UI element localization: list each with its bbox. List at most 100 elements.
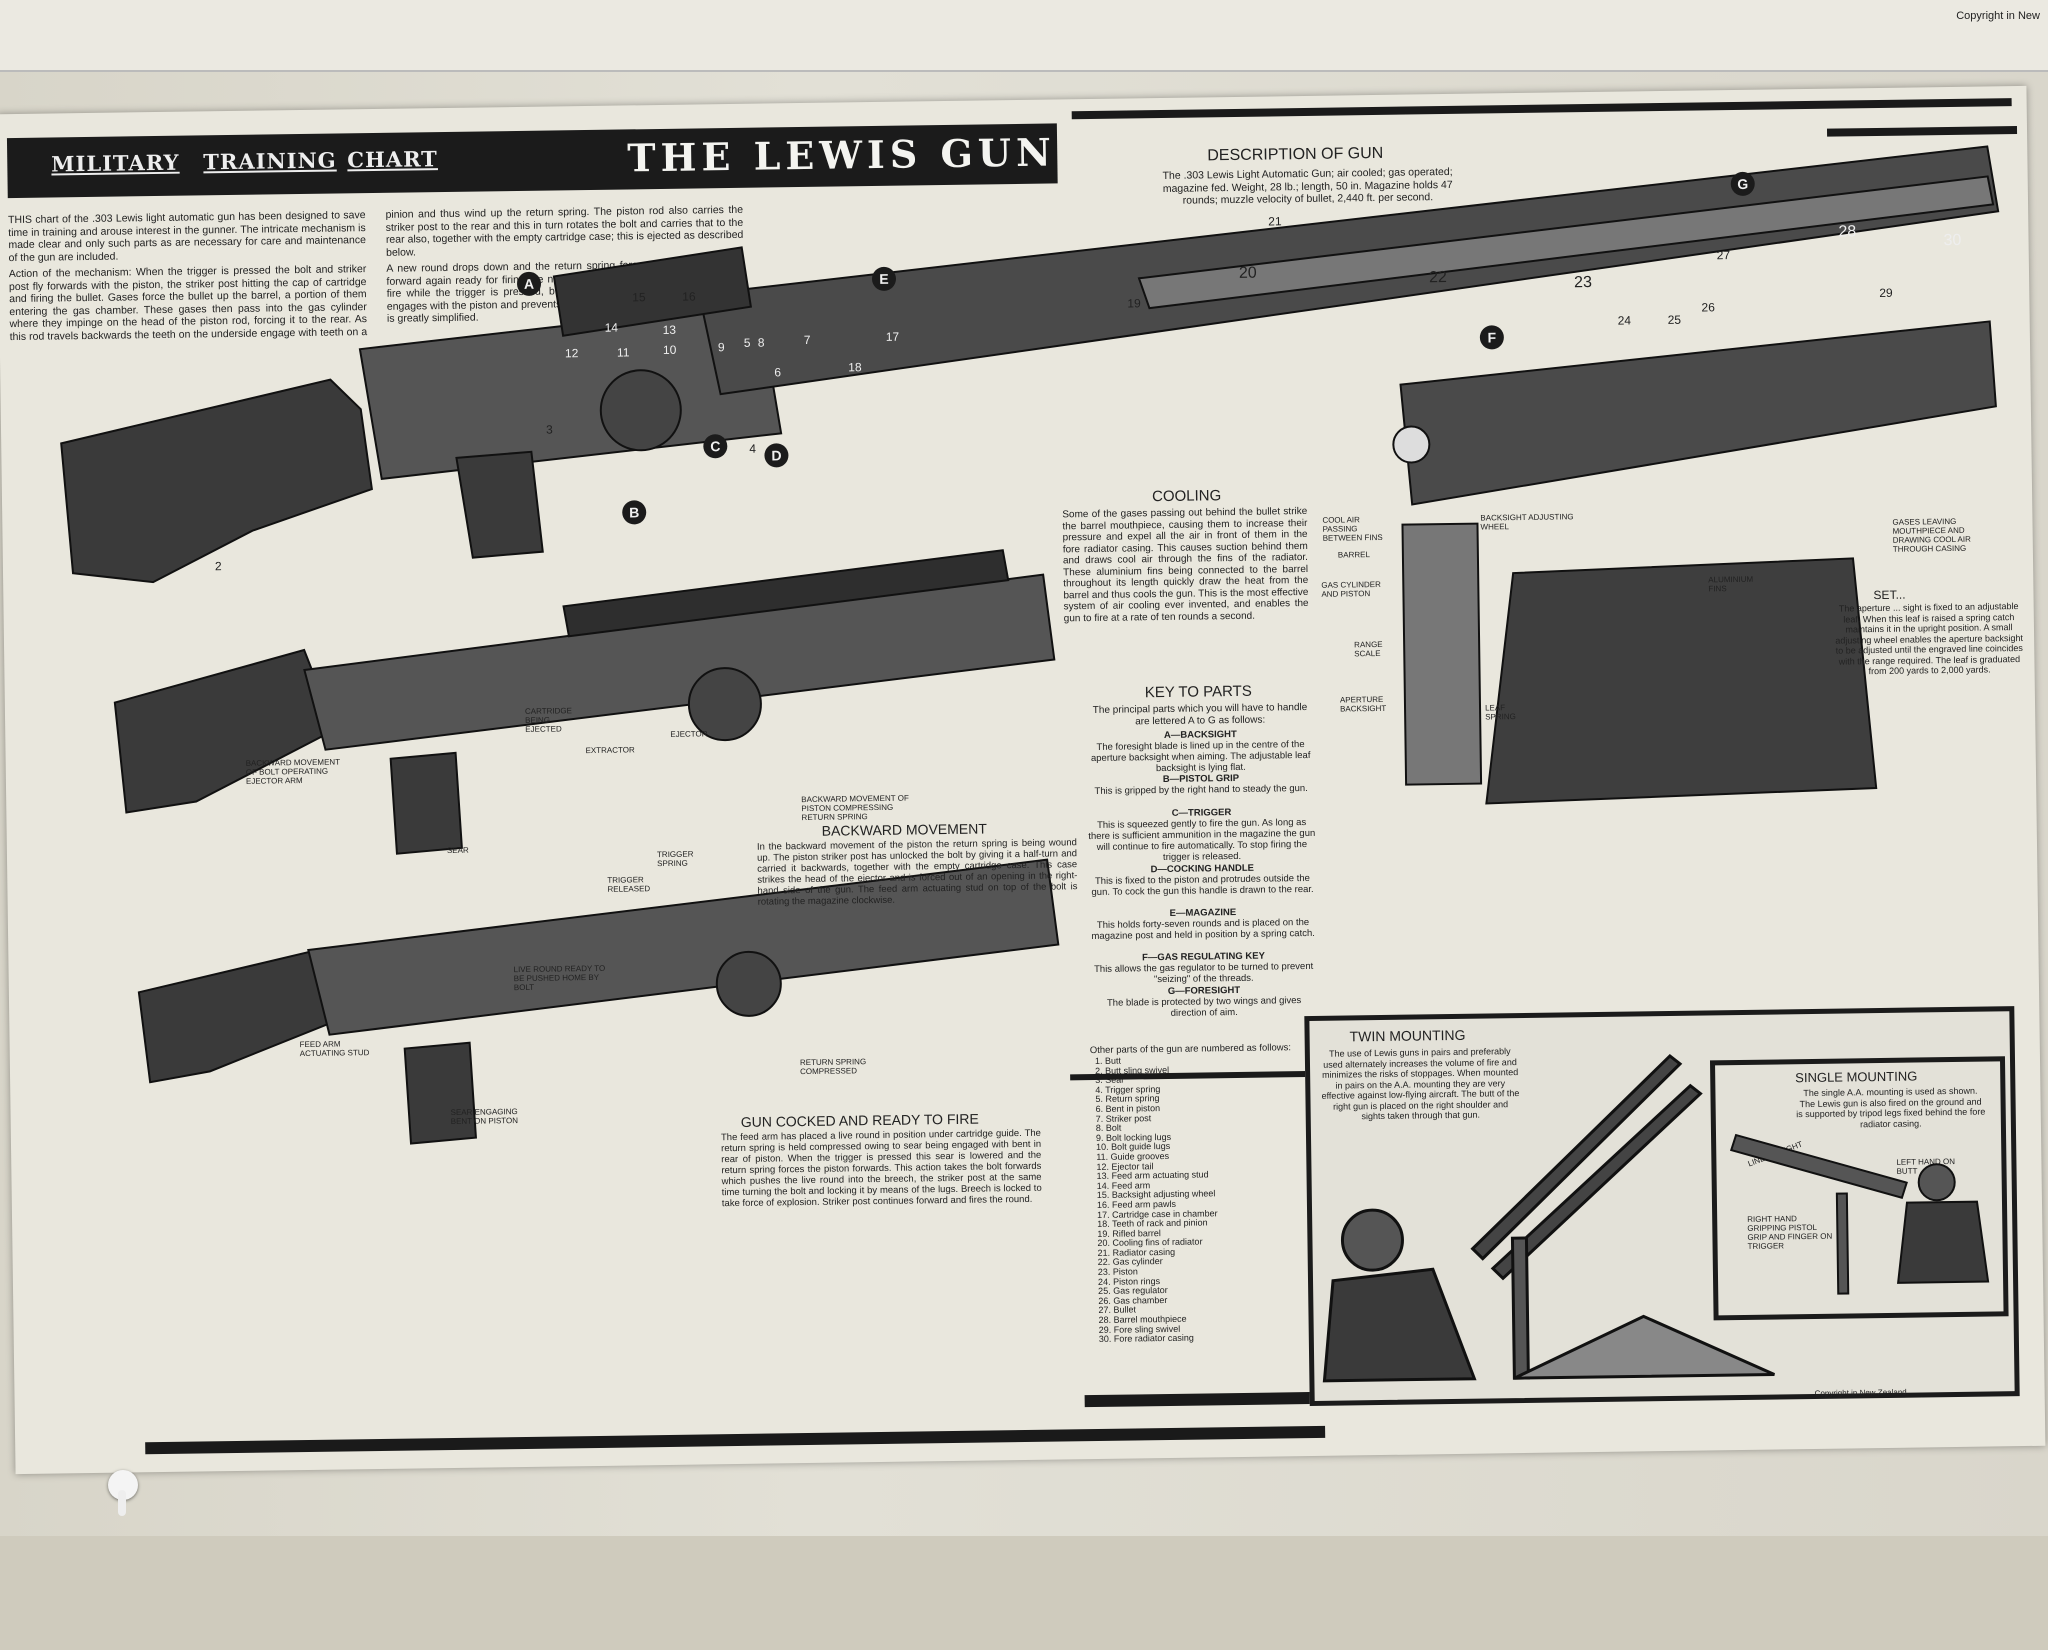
main-pistol-grip xyxy=(455,450,544,559)
cocked-pinion xyxy=(715,950,782,1017)
label-30: 30 xyxy=(1943,231,1962,250)
key-intro: The principal parts which you will have … xyxy=(1092,701,1308,727)
label-25: 25 xyxy=(1667,312,1682,327)
cocked-butt xyxy=(137,948,341,1084)
label-bolt-backward: BACKWARD MOVEMENT OF BOLT OPERATING EJEC… xyxy=(245,757,340,786)
key-item-text: This allows the gas regulator to be turn… xyxy=(1093,960,1314,986)
main-butt xyxy=(60,378,373,584)
label-3: 3 xyxy=(545,422,553,437)
label-ejector: EJECTOR xyxy=(670,729,708,739)
single-mounting-drawing xyxy=(1729,1133,1990,1295)
label-27: 27 xyxy=(1716,248,1731,263)
label-10: 10 xyxy=(662,342,677,357)
key-item-text: This is squeezed gently to fire the gun.… xyxy=(1088,817,1316,864)
label-21: 21 xyxy=(1268,214,1282,229)
sight-magazine-post xyxy=(1485,557,1878,805)
single-mounting-panel: SINGLE MOUNTING The single A.A. mounting… xyxy=(1709,1056,2009,1321)
cooling-heading: COOLING xyxy=(1151,487,1222,506)
copyright-bottom: Copyright in New Zealand. xyxy=(1814,1387,1909,1398)
single-post xyxy=(1835,1192,1850,1295)
label-24: 24 xyxy=(1617,313,1632,328)
twin-gun xyxy=(1322,1053,1775,1383)
label-2: 2 xyxy=(214,559,222,574)
top-poster-edge: Copyright in New xyxy=(0,0,2048,72)
label-8: 8 xyxy=(757,335,765,350)
backward-grip xyxy=(389,751,463,855)
label-4: 4 xyxy=(749,441,757,456)
label-extractor: EXTRACTOR xyxy=(585,745,635,756)
cocked-grip xyxy=(403,1041,478,1145)
key-item-text: This holds forty-seven rounds and is pla… xyxy=(1091,916,1315,943)
twin-mounting-drawing xyxy=(1322,1053,1775,1383)
main-gun xyxy=(60,145,2000,584)
label-cool-air: COOL AIR PASSING BETWEEN FINS xyxy=(1322,515,1383,543)
gunner-body xyxy=(1322,1267,1477,1383)
label-7: 7 xyxy=(803,332,811,347)
label-29: 29 xyxy=(1879,285,1893,300)
gunner-head xyxy=(1340,1208,1404,1272)
copyright-top: Copyright in New xyxy=(1956,10,2040,22)
hut-roof xyxy=(1513,1314,1775,1380)
label-feed-arm-stud: FEED ARM ACTUATING STUD xyxy=(299,1039,370,1059)
key-item-text: The foresight blade is lined up in the c… xyxy=(1090,739,1311,775)
label-aperture-backsight: APERTURE BACKSIGHT xyxy=(1339,694,1387,714)
cooling-radiator xyxy=(1399,320,1997,506)
label-piston-backward: BACKWARD MOVEMENT OF PISTON COMPRESSING … xyxy=(801,793,909,823)
label-11: 11 xyxy=(616,345,630,360)
twin-barrel-upper xyxy=(1470,1053,1683,1261)
backward-text: In the backward movement of the piston t… xyxy=(756,837,1078,908)
single-gun xyxy=(1729,1133,1908,1199)
label-16: 16 xyxy=(682,289,696,304)
sight-leaf xyxy=(1401,522,1483,786)
cooling-illustration xyxy=(1392,320,1997,506)
main-pinion xyxy=(599,369,682,452)
backward-pinion xyxy=(687,667,762,742)
label-14: 14 xyxy=(604,320,619,335)
cocked-text: The feed arm has placed a live round in … xyxy=(720,1127,1042,1210)
label-backsight-wheel: BACKSIGHT ADJUSTING WHEEL xyxy=(1480,512,1574,532)
label-gases-leaving: GASES LEAVING MOUTHPIECE AND DRAWING COO… xyxy=(1892,516,1971,554)
parts-list-item: 30. Fore radiator casing xyxy=(1098,1332,1194,1345)
sight-text: The aperture ... sight is fixed to an ad… xyxy=(1835,601,2023,677)
label-gas-cylinder: GAS CYLINDER AND PISTON xyxy=(1321,579,1381,599)
cooling-text: Some of the gases passing out behind the… xyxy=(1062,505,1309,624)
cocked-body xyxy=(307,858,1060,1036)
label-barrel: BARREL xyxy=(1337,550,1370,560)
backward-heading: BACKWARD MOVEMENT xyxy=(821,820,987,839)
backward-butt xyxy=(113,648,337,814)
label-leaf-spring: LEAF SPRING xyxy=(1484,703,1516,722)
label-22: 22 xyxy=(1428,269,1447,287)
label-9: 9 xyxy=(717,340,725,355)
label-live-round: LIVE ROUND READY TO BE PUSHED HOME BY BO… xyxy=(513,963,606,993)
label-19: 19 xyxy=(1127,296,1141,311)
label-6: 6 xyxy=(774,365,782,380)
label-20: 20 xyxy=(1238,264,1257,282)
cooling-barrel-end xyxy=(1392,425,1431,464)
cocked-illustration xyxy=(137,858,1060,1145)
label-5: 5 xyxy=(743,335,751,350)
label-sear: SEAR xyxy=(446,845,469,856)
push-pin xyxy=(108,1470,138,1516)
key-heading: KEY TO PARTS xyxy=(1144,682,1252,702)
label-23: 23 xyxy=(1573,273,1593,292)
label-12: 12 xyxy=(564,346,579,361)
key-item-text: This is fixed to the piston and protrude… xyxy=(1091,872,1314,899)
cocked-heading: GUN COCKED AND READY TO FIRE xyxy=(740,1110,979,1130)
label-13: 13 xyxy=(662,322,677,337)
label-range-scale: RANGE SCALE xyxy=(1354,639,1383,659)
label-aluminium-fins: ALUMINIUM FINS xyxy=(1708,574,1754,594)
twin-barrel-lower xyxy=(1490,1083,1703,1281)
backward-magazine xyxy=(562,549,1010,638)
main-gun-illustration xyxy=(60,145,2000,1145)
soldier-head xyxy=(1917,1163,1956,1202)
twin-mounting-panel: TWIN MOUNTING The use of Lewis guns in p… xyxy=(1304,1006,2020,1407)
twin-post xyxy=(1510,1236,1530,1380)
key-item-text: The blade is protected by two wings and … xyxy=(1106,995,1302,1019)
